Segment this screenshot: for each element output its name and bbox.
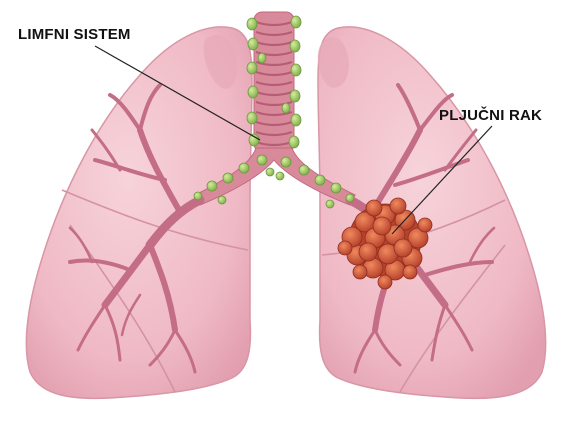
left-lung bbox=[26, 27, 252, 399]
right-lung bbox=[318, 27, 546, 399]
lymphatic-system-label: LIMFNI SISTEM bbox=[18, 26, 131, 43]
lung-cancer-label: PLJUČNI RAK bbox=[439, 107, 542, 124]
